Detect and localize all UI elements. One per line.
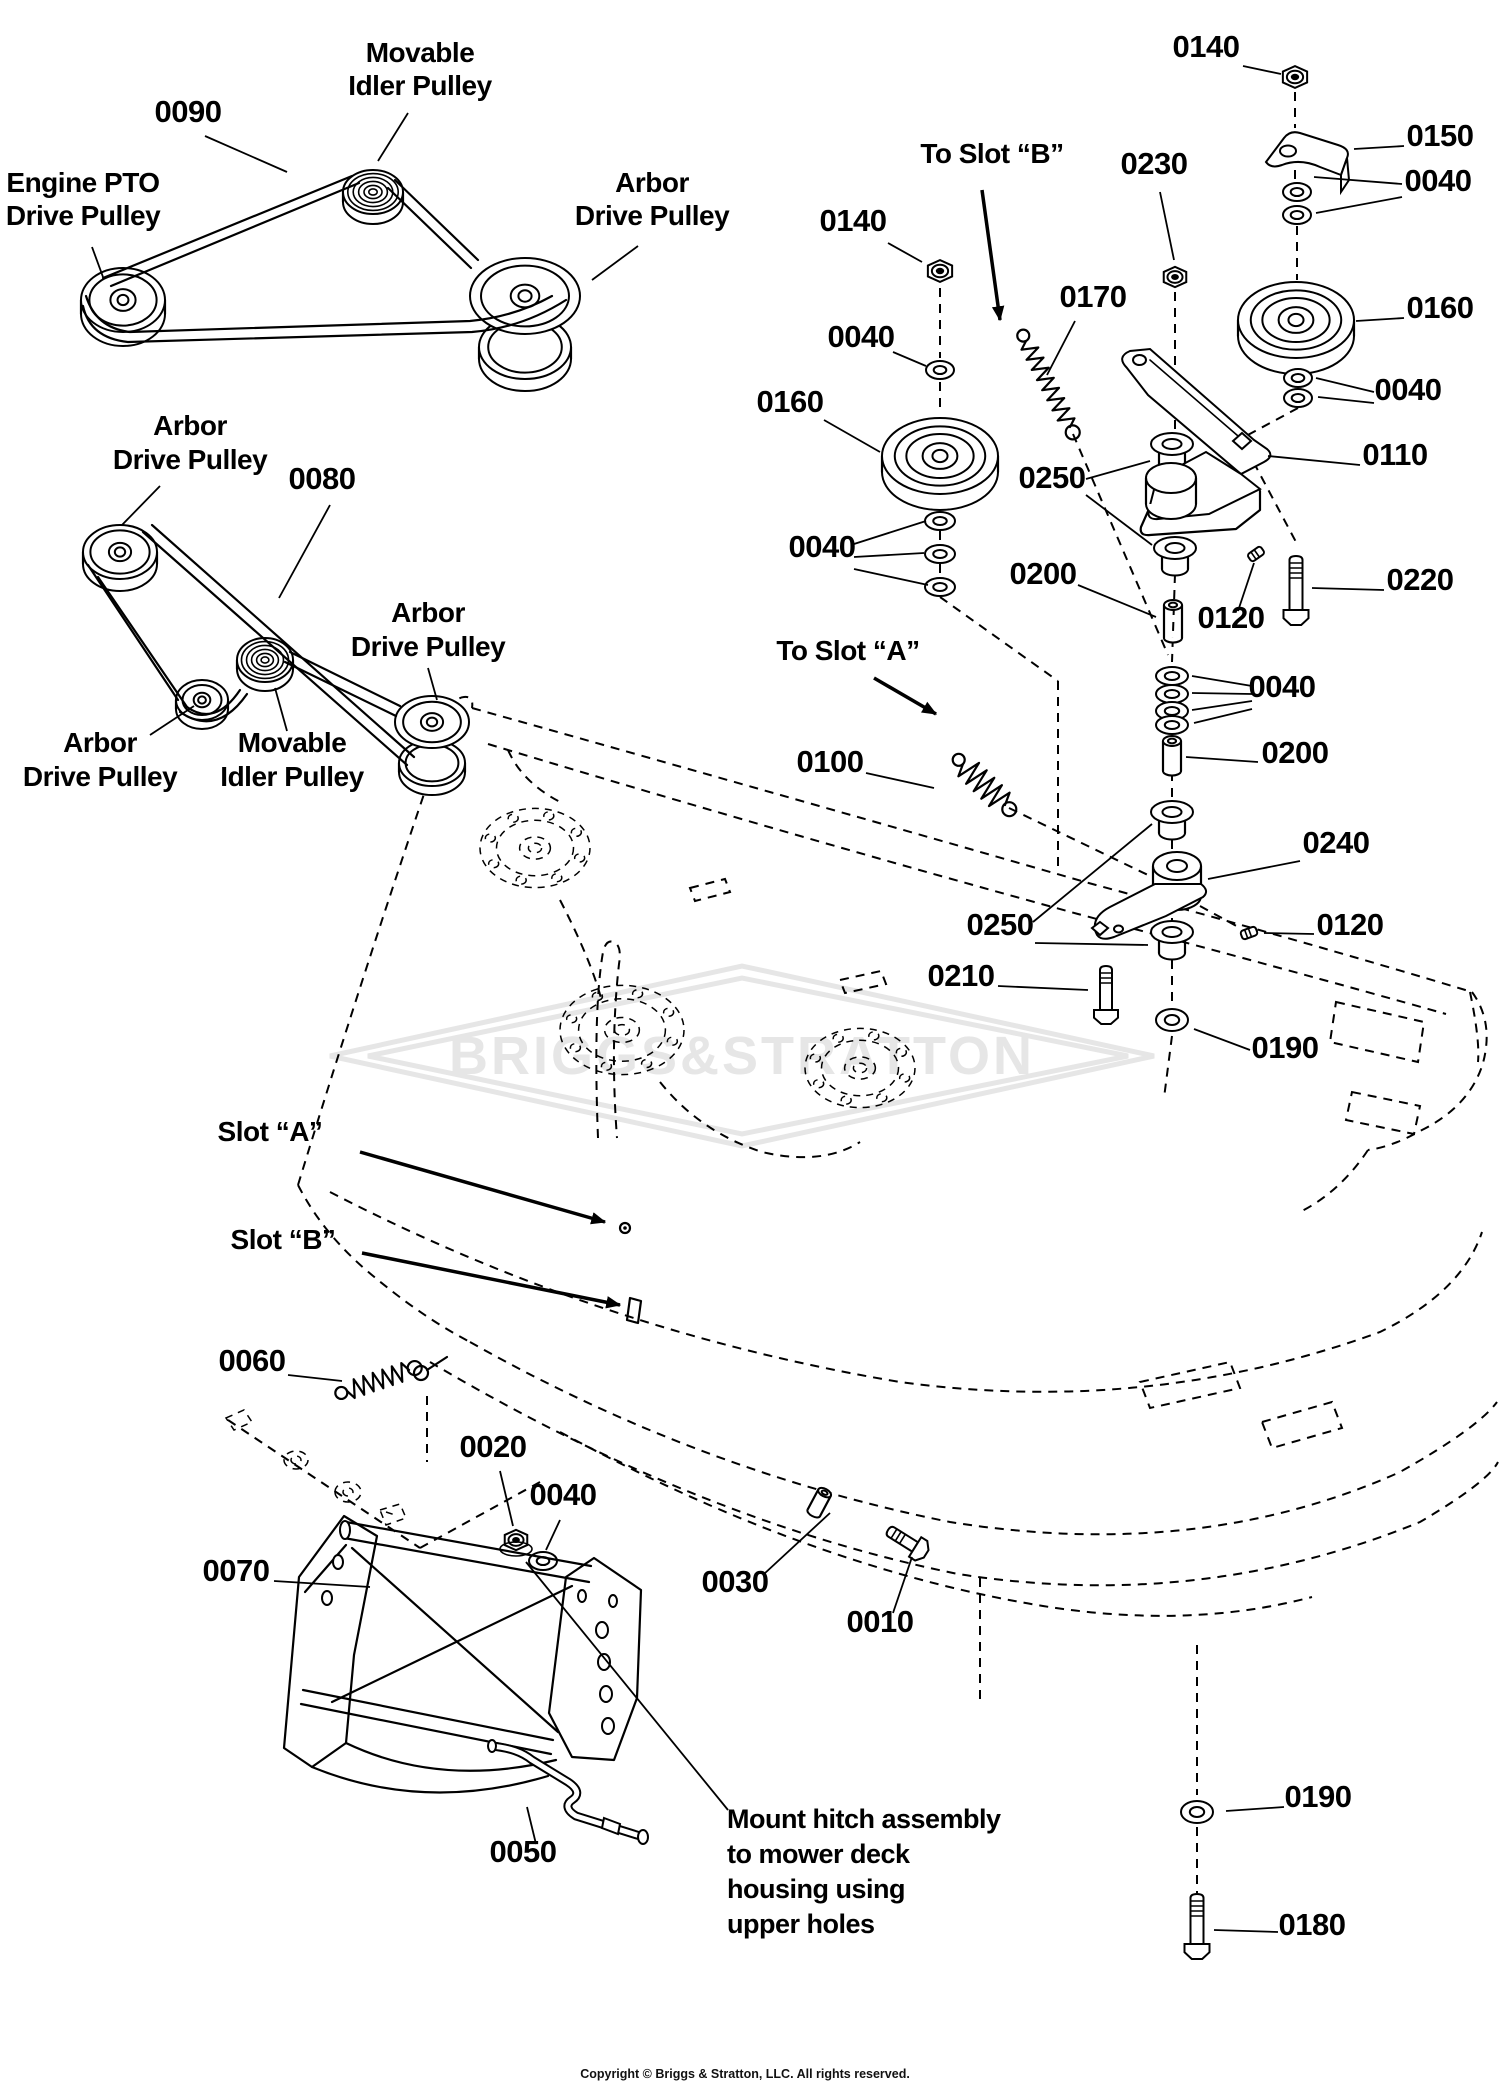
label-slot-a: Slot “A”: [218, 1116, 323, 1147]
label-slot-b: Slot “B”: [231, 1224, 336, 1255]
callout-0160-right: 0160: [1407, 290, 1474, 325]
briggs-stratton-watermark-logo: BRIGGS&STRATTON: [329, 963, 1155, 1149]
hitch-assembly: [282, 1514, 649, 1845]
belt-routing-diagram-lower: [86, 523, 416, 767]
label-arbor-drive-pulley-top-line-1: Drive Pulley: [575, 200, 730, 231]
callout-0200-upper: 0200: [1010, 556, 1077, 591]
callout-0210: 0210: [928, 958, 995, 993]
callout-0090: 0090: [155, 94, 222, 129]
callout-0040-right-mid: 0040: [1375, 372, 1442, 407]
callout-0200-lower: 0200: [1262, 735, 1329, 770]
callout-0190-mid: 0190: [1252, 1030, 1319, 1065]
callout-0240: 0240: [1303, 825, 1370, 860]
callout-0170: 0170: [1060, 279, 1127, 314]
label-movable-idler-pulley-top-line-0: Movable: [366, 37, 475, 68]
slot-pointer-arrows: [359, 189, 1005, 1309]
watermark-text: BRIGGS&STRATTON: [449, 1026, 1035, 1086]
note-mount-hitch: Mount hitch assembly to mower deck housing…: [727, 1804, 1001, 1939]
callout-0120-upper: 0120: [1198, 600, 1265, 635]
callout-0040-hitch: 0040: [530, 1477, 597, 1512]
label-arbor-drive-pulley-2-right-line-0: Arbor: [391, 597, 465, 628]
label-arbor-drive-pulley-top-line-0: Arbor: [615, 167, 689, 198]
label-arbor-drive-pulley-2-left-line-0: Arbor: [153, 410, 227, 441]
note-mount-hitch-line-2: housing using: [727, 1874, 905, 1904]
label-arbor-drive-pulley-2-bottom-line-1: Drive Pulley: [23, 761, 178, 792]
callout-0150: 0150: [1407, 118, 1474, 153]
label-to-slot-a: To Slot “A”: [776, 635, 919, 666]
idler-brackets: [1090, 131, 1351, 940]
note-mount-hitch-line-1: to mower deck: [727, 1839, 911, 1869]
label-arbor-drive-pulley-2-right-line-1: Drive Pulley: [351, 631, 506, 662]
callout-0070: 0070: [203, 1553, 270, 1588]
callout-0040-stack: 0040: [1249, 669, 1316, 704]
callout-0030: 0030: [702, 1564, 769, 1599]
callout-0140-right: 0140: [1173, 29, 1240, 64]
callout-0190-bottom: 0190: [1285, 1779, 1352, 1814]
callout-0040-left-mid: 0040: [789, 529, 856, 564]
copyright-text: Copyright © Briggs & Stratton, LLC. All …: [580, 2067, 910, 2081]
label-to-slot-b: To Slot “B”: [920, 138, 1063, 169]
note-mount-hitch-line-3: upper holes: [727, 1909, 875, 1939]
callout-0020: 0020: [460, 1429, 527, 1464]
label-movable-idler-pulley-2-line-0: Movable: [238, 727, 347, 758]
callout-0110: 0110: [1362, 437, 1427, 472]
note-mount-hitch-line-0: Mount hitch assembly: [727, 1804, 1001, 1834]
label-engine-pto-drive-pulley-line-0: Engine PTO: [6, 167, 159, 198]
callout-0050: 0050: [490, 1834, 557, 1869]
callout-0220: 0220: [1387, 562, 1454, 597]
callout-0160-left: 0160: [757, 384, 824, 419]
callout-0250-lower: 0250: [967, 907, 1034, 942]
label-arbor-drive-pulley-2-bottom-line-0: Arbor: [63, 727, 137, 758]
label-movable-idler-pulley-top-line-1: Idler Pulley: [348, 70, 492, 101]
callout-0100: 0100: [797, 744, 864, 779]
callout-0120-lower: 0120: [1317, 907, 1384, 942]
callout-0060: 0060: [219, 1343, 286, 1378]
callout-0040-left-upper: 0040: [828, 319, 895, 354]
callout-0010: 0010: [847, 1604, 914, 1639]
callout-0040-right-upper: 0040: [1405, 163, 1472, 198]
belt-routing-diagram-top: [81, 174, 568, 344]
callout-0180: 0180: [1279, 1907, 1346, 1942]
label-engine-pto-drive-pulley-line-1: Drive Pulley: [6, 200, 161, 231]
exploded-parts: [79, 64, 1356, 1960]
label-movable-idler-pulley-2-line-1: Idler Pulley: [220, 761, 364, 792]
label-arbor-drive-pulley-2-left-line-1: Drive Pulley: [113, 444, 268, 475]
callout-leader-lines: [91, 65, 1405, 1933]
callout-0140-left: 0140: [820, 203, 887, 238]
callout-0080: 0080: [289, 461, 356, 496]
callout-0230: 0230: [1121, 146, 1188, 181]
callout-0250-upper: 0250: [1019, 460, 1086, 495]
